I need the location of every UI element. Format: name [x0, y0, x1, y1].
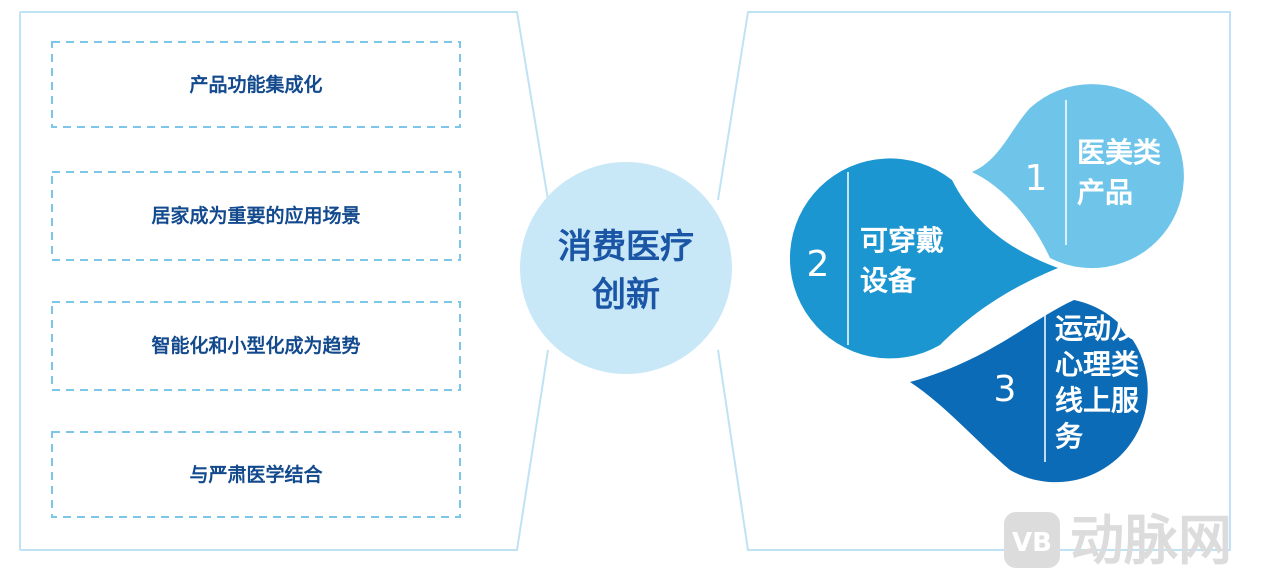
category-drop-2: 2 可穿戴 设备 [789, 158, 1058, 359]
trend-box-4-border [51, 431, 461, 518]
category-label-1-line2: 产品 [1077, 176, 1133, 209]
category-label-3-line2: 心理类 [1055, 348, 1139, 381]
left-frame-top-edge [20, 11, 549, 201]
category-label-2-line1: 可穿戴 [860, 224, 944, 257]
watermark: VB 动脉网 [1004, 509, 1232, 572]
category-label-3-line3: 线上服 [1055, 384, 1140, 417]
trend-box-4: 与严肃医学结合 [51, 431, 461, 518]
trend-box-2-border [51, 171, 461, 261]
category-label-2-line2: 设备 [860, 264, 917, 297]
right-frame-edge [717, 11, 1231, 551]
left-frame-bottom-edge [20, 349, 549, 551]
trend-box-3: 智能化和小型化成为趋势 [51, 301, 461, 391]
trend-label-2: 居家成为重要的应用场景 [151, 204, 360, 227]
category-number-1: 1 [1025, 158, 1048, 199]
category-drop-1: 1 医美类 产品 [972, 84, 1184, 269]
category-drop-2-shape [789, 158, 1058, 359]
trend-label-4: 与严肃医学结合 [189, 463, 323, 486]
watermark-logo-letters: VB [1012, 528, 1052, 558]
left-frame [19, 11, 549, 551]
category-label-3-line1: 运动及 [1055, 312, 1139, 345]
category-drop-3: 3 运动及 心理类 线上服 务 [910, 300, 1148, 483]
center-title-line1: 消费医疗 [558, 227, 694, 267]
trend-box-1: 产品功能集成化 [51, 41, 461, 128]
center-circle-bg [520, 162, 732, 374]
trend-label-3: 智能化和小型化成为趋势 [151, 334, 360, 357]
category-drop-1-shape [972, 84, 1184, 269]
category-drop-3-shape [910, 300, 1148, 483]
category-number-2: 2 [807, 244, 830, 285]
center-title-line2: 创新 [591, 275, 660, 315]
category-label-3-line4: 务 [1055, 420, 1083, 453]
right-frame [717, 11, 1231, 551]
trend-box-3-border [51, 301, 461, 391]
trend-box-1-border [51, 41, 461, 128]
watermark-text: 动脉网 [1070, 509, 1232, 572]
category-label-1-line1: 医美类 [1077, 136, 1161, 169]
category-number-3: 3 [994, 369, 1017, 410]
trend-box-2: 居家成为重要的应用场景 [51, 171, 461, 261]
trend-label-1: 产品功能集成化 [189, 73, 322, 96]
center-circle: 消费医疗 创新 [520, 162, 732, 374]
watermark-logo-icon [1004, 512, 1060, 568]
